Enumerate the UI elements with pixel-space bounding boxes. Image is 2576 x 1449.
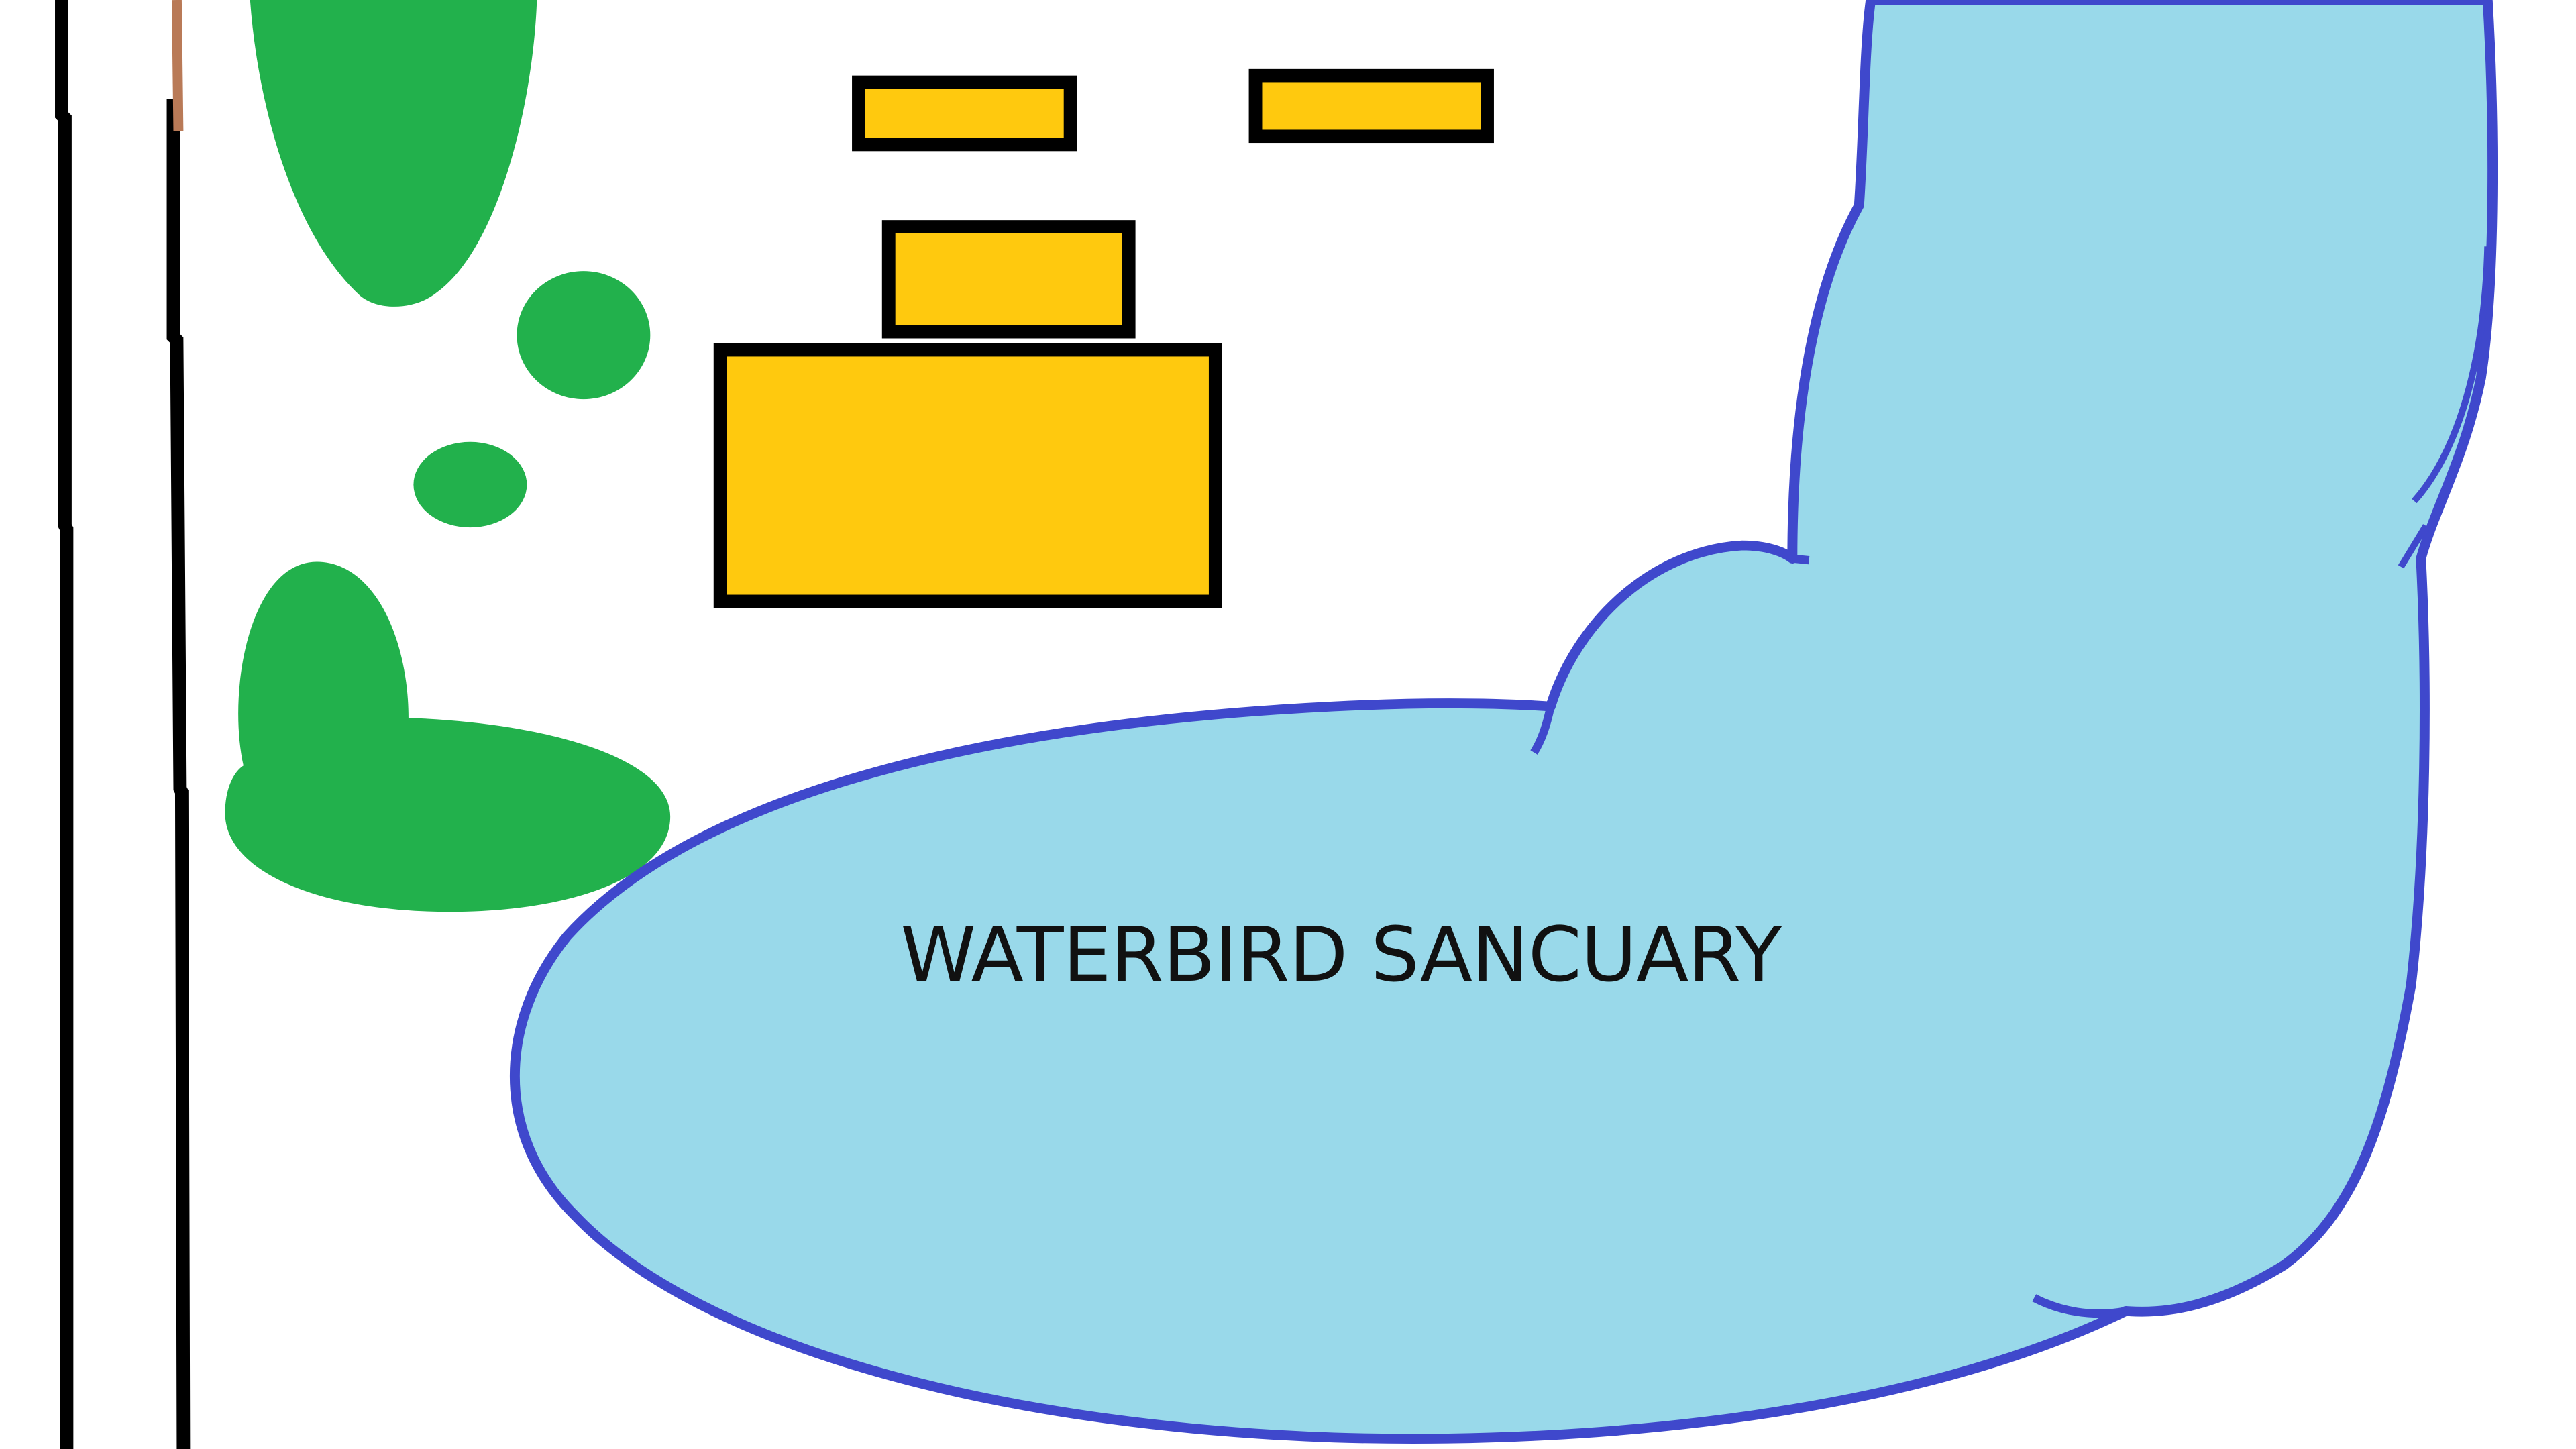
tree-small-2 <box>413 441 527 528</box>
building-2 <box>1248 68 1494 144</box>
tree-cluster-large <box>250 0 537 307</box>
building-4 <box>713 343 1222 608</box>
waterbird-sanctuary-lake: WATERBIRD SANCUARY <box>510 0 2498 1444</box>
road-right-edge <box>166 98 191 1449</box>
lake-outline-stroke-3 <box>2032 1294 2127 1318</box>
lake-outline-stroke-2 <box>1792 554 1810 565</box>
building-1 <box>852 75 1077 152</box>
tree-cluster-bottom <box>225 561 671 912</box>
lake-shape <box>510 0 2498 1444</box>
buildings <box>713 68 1494 608</box>
building-3 <box>881 220 1136 339</box>
road-left-edge <box>55 0 74 1449</box>
tree-small-1 <box>517 271 651 400</box>
road <box>55 0 191 1449</box>
lake-outline-stroke-1 <box>1530 705 1555 755</box>
lake-outline-stroke-4 <box>2412 246 2491 504</box>
dirt-path <box>172 0 184 132</box>
lake-outline-stroke-5 <box>2398 524 2429 569</box>
vegetation <box>225 0 671 912</box>
lake-label: WATERBIRD SANCUARY <box>900 911 1782 999</box>
